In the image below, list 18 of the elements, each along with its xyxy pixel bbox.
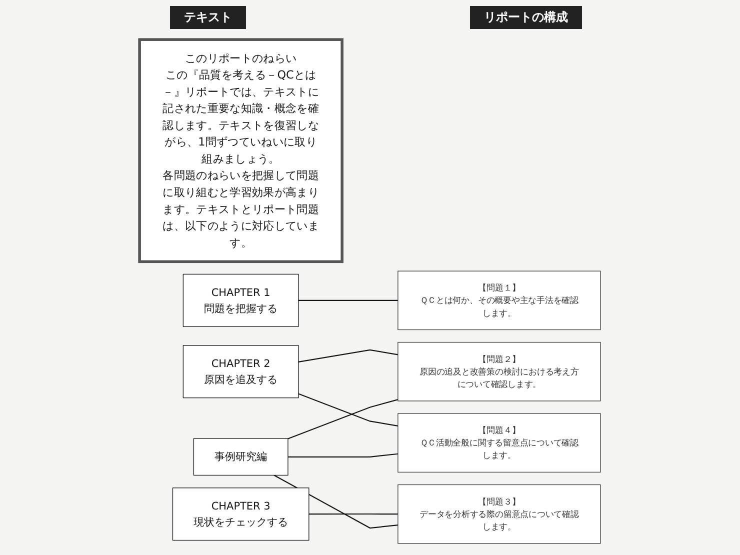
node-box: 【問題１】 ＱＣとは何か、その概要や主な手法を確認します。: [398, 270, 601, 330]
node-box: このリポートのねらい この『品質を考える－QCとは－』リポートでは、テキストに記された重要な知識・概念を確認します。テキストを復習しながら、1問ずつていねいに取り組みましょう。 各問題のねらいを把握して問題に取り組むと学習効果が高まります。テキストとリポート問題は、以下のように対応しています。: [138, 38, 344, 264]
connector: [288, 453, 398, 458]
connector: [288, 399, 398, 440]
column-heading: リポートの構成: [470, 6, 582, 29]
connector: [298, 393, 398, 426]
node-box: CHAPTER 1 問題を把握する: [182, 274, 299, 327]
node-box: CHAPTER 3 現状をチェックする: [172, 488, 310, 541]
node-box: 【問題３】 データを分析する際の留意点について確認します。: [398, 484, 601, 544]
column-heading: テキスト: [170, 6, 246, 29]
connector: [274, 474, 398, 529]
node-box: 【問題４】 ＱＣ活動全般に関する留意点について確認します。: [398, 413, 601, 473]
node-box: CHAPTER 2 原因を追及する: [182, 345, 299, 398]
connector: [298, 300, 398, 301]
connector: [298, 349, 398, 363]
node-box: 【問題２】 原因の追及と改善策の検討における考え方について確認します。: [398, 342, 601, 402]
node-box: 事例研究編: [193, 438, 288, 476]
connector: [308, 513, 398, 515]
